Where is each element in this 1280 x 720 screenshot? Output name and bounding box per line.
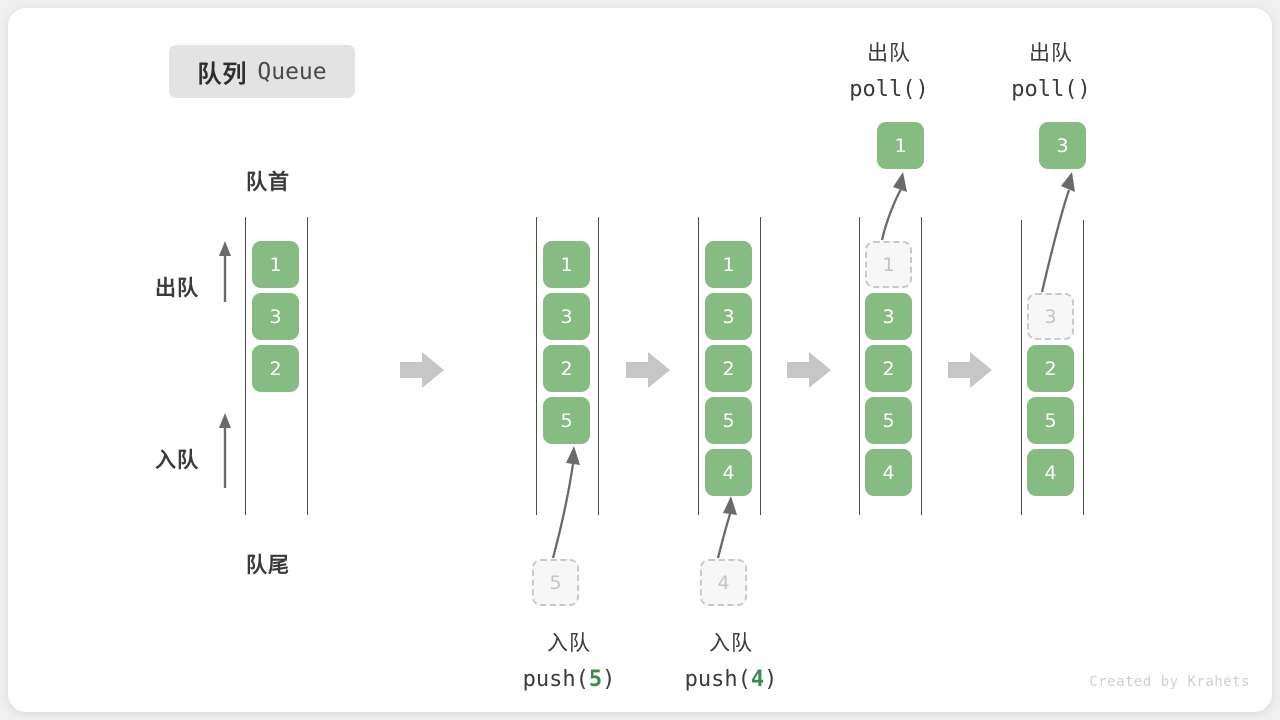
rail-right — [307, 217, 308, 515]
queue-cell[interactable]: 2 — [865, 345, 912, 392]
queue-cell[interactable]: 4 — [865, 449, 912, 496]
queue-cell[interactable]: 2 — [705, 345, 752, 392]
operation-label-code: poll() — [849, 77, 929, 102]
queue-cell[interactable]: 3 — [252, 293, 299, 340]
queue-cell[interactable]: 3 — [1027, 293, 1074, 340]
rail-right — [760, 217, 761, 515]
queue-cell[interactable]: 1 — [543, 241, 590, 288]
operation-label-push-5: 入队 push(5) — [494, 626, 644, 698]
queue-cell[interactable]: 1 — [705, 241, 752, 288]
enqueue-direction-arrow-icon — [219, 413, 231, 488]
operation-label-push-4: 入队 push(4) — [656, 626, 806, 698]
step-arrow-icon — [948, 352, 992, 388]
queue-cell[interactable]: 3 — [865, 293, 912, 340]
operation-label-code: push(4) — [684, 667, 778, 692]
queue-cell[interactable]: 2 — [252, 345, 299, 392]
title-en: Queue — [257, 58, 327, 85]
queue-cell[interactable]: 4 — [705, 449, 752, 496]
operation-label-cn: 入队 — [547, 632, 591, 655]
popped-cell[interactable]: 3 — [1039, 122, 1086, 169]
operation-label-cn: 入队 — [709, 632, 753, 655]
queue-rear-label: 队尾 — [246, 554, 290, 577]
incoming-ghost-cell[interactable]: 5 — [532, 559, 579, 606]
queue-cell[interactable]: 4 — [1027, 449, 1074, 496]
queue-cell[interactable]: 2 — [1027, 345, 1074, 392]
rail-right — [921, 217, 922, 515]
queue-cell[interactable]: 3 — [705, 293, 752, 340]
operation-label-cn: 出队 — [867, 42, 911, 65]
enqueue-arrow-icon — [551, 446, 580, 559]
rail-right — [1083, 220, 1084, 515]
queue-front-label: 队首 — [246, 171, 290, 194]
operation-label-code: push(5) — [522, 667, 616, 692]
queue-cell[interactable]: 5 — [1027, 397, 1074, 444]
title-badge: 队列 Queue — [169, 45, 355, 98]
title-cn: 队列 — [197, 61, 248, 88]
operation-label-cn: 出队 — [1029, 42, 1073, 65]
dequeue-direction-arrow-icon — [219, 241, 231, 302]
popped-cell[interactable]: 1 — [877, 122, 924, 169]
operation-label-poll-3: 出队 poll() — [976, 36, 1126, 108]
queue-cell[interactable]: 5 — [543, 397, 590, 444]
rail-left — [536, 217, 537, 515]
queue-cell[interactable]: 1 — [252, 241, 299, 288]
enqueue-arrow-icon — [716, 496, 737, 559]
queue-cell[interactable]: 5 — [705, 397, 752, 444]
dequeue-arrow-icon — [880, 172, 907, 241]
queue-cell[interactable]: 3 — [543, 293, 590, 340]
queue-cell[interactable]: 5 — [865, 397, 912, 444]
queue-cell[interactable]: 2 — [543, 345, 590, 392]
step-arrow-icon — [787, 352, 831, 388]
step-arrow-icon — [400, 352, 444, 388]
dequeue-arrow-icon — [1040, 172, 1075, 293]
enqueue-direction-label: 入队 — [155, 449, 199, 472]
operation-label-code: poll() — [1011, 77, 1091, 102]
diagram-card: 队列 Queue 队首 队尾 出队 入队 1 3 2 1 3 2 5 5 — [8, 8, 1272, 712]
rail-right — [598, 217, 599, 515]
attribution-text: Created by Krahets — [1089, 674, 1250, 690]
rail-left — [245, 217, 246, 515]
operation-label-poll-1: 出队 poll() — [814, 36, 964, 108]
rail-left — [698, 217, 699, 515]
rail-left — [859, 217, 860, 515]
dequeue-direction-label: 出队 — [155, 277, 199, 300]
incoming-ghost-cell[interactable]: 4 — [700, 559, 747, 606]
step-arrow-icon — [626, 352, 670, 388]
queue-cell[interactable]: 1 — [865, 241, 912, 288]
rail-left — [1021, 220, 1022, 515]
